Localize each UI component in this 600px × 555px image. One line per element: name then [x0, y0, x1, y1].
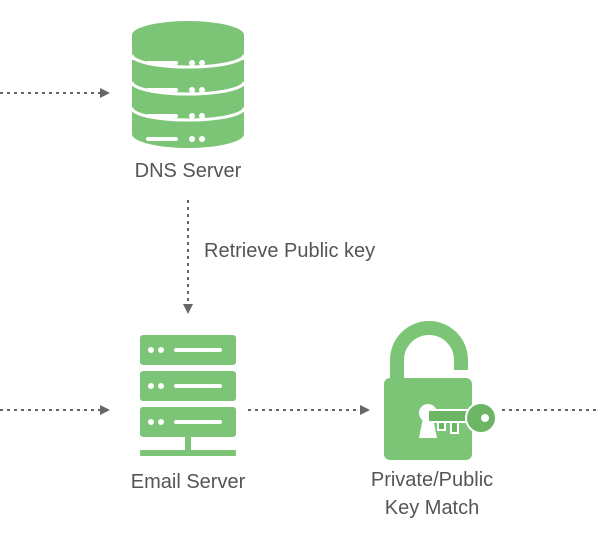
server-rack-icon: [140, 335, 236, 456]
dns-server-label: DNS Server: [134, 160, 242, 182]
retrieve-public-key-label: Retrieve Public key: [204, 240, 376, 262]
email-server-label: Email Server: [130, 471, 246, 493]
key-match-label-line1: Private/Public: [370, 469, 494, 491]
unlocked-padlock-with-key-icon: [384, 321, 497, 460]
database-icon: [130, 21, 246, 148]
key-match-label-line2: Key Match: [384, 497, 480, 519]
